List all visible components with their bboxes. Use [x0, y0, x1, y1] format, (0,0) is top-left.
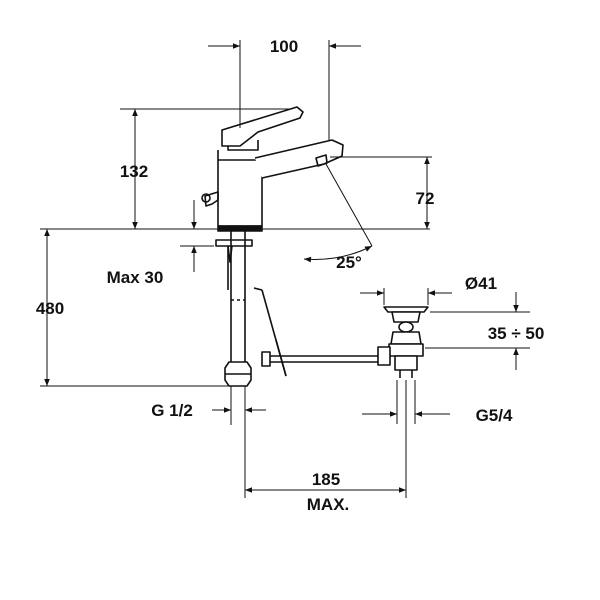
- label-thread-g12: G 1/2: [151, 401, 193, 420]
- label-height-132: 132: [120, 162, 148, 181]
- label-diameter-41: Ø41: [465, 274, 497, 293]
- label-angle-25: 25°: [336, 253, 362, 272]
- waste-assembly: [377, 306, 429, 378]
- dimension-lines: [44, 43, 519, 493]
- label-height-72: 72: [416, 189, 435, 208]
- faucet-body: [201, 106, 380, 387]
- extension-lines: [40, 40, 530, 498]
- label-height-480: 480: [36, 299, 64, 318]
- label-max-30: Max 30: [107, 268, 164, 287]
- label-max: MAX.: [307, 495, 350, 514]
- label-range-35-50: 35 ÷ 50: [488, 324, 545, 343]
- label-width-185: 185: [312, 470, 340, 489]
- label-width-100: 100: [270, 37, 298, 56]
- label-thread-g54: G5/4: [476, 406, 513, 425]
